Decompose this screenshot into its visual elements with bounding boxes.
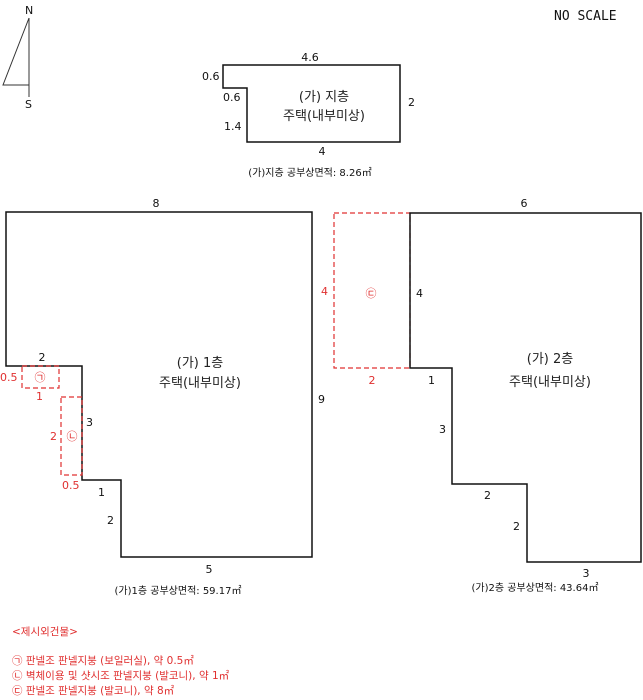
note-item-2: ㉡ 벽체이용 및 샷시조 판넬지붕 (발코니), 약 1㎡ — [12, 670, 230, 682]
scale-note: NO SCALE — [554, 9, 617, 24]
basement-dim-left-bottom: 1.4 — [224, 120, 242, 133]
floor1-extra-1 — [21, 365, 60, 389]
floor1-area-caption: (가)1층 공부상면적: 59.17㎡ — [115, 585, 242, 597]
floor1-label-use: 주택(내부미상) — [159, 376, 241, 391]
floor1-extra-2-mark: ㉡ — [67, 430, 78, 443]
floor2-dim-top: 6 — [521, 197, 528, 210]
notes-heading: <제시외건물> — [12, 626, 78, 638]
floor1-extra-1-dim-w: 1 — [36, 390, 43, 403]
floor1-extra-2-dim-w: 0.5 — [62, 479, 80, 492]
north-arrow-icon: N S — [2, 4, 33, 111]
floor1-extra-2 — [60, 396, 83, 476]
floor1-dim-step-top: 2 — [39, 351, 46, 364]
floor2-label-floor: (가) 2층 — [527, 352, 574, 367]
floor2-extra-dim-w: 2 — [369, 374, 376, 387]
basement-label-floor: (가) 지층 — [299, 90, 349, 105]
north-label: N — [25, 4, 33, 17]
basement-dim-bottom: 4 — [319, 145, 326, 158]
floor2-dim-left-low: 2 — [513, 520, 520, 533]
floor2-dim-left-upper: 4 — [416, 287, 423, 300]
floor2-extra-mark: ㉢ — [366, 287, 377, 300]
basement-dim-left-top: 0.6 — [202, 70, 220, 83]
floor2-dim-step: 1 — [428, 374, 435, 387]
floor1-dim-right: 9 — [318, 393, 325, 406]
floor1-dim-step-inner: 3 — [86, 416, 93, 429]
basement-dim-top: 4.6 — [301, 51, 319, 64]
floor2-label-use: 주택(내부미상) — [509, 375, 591, 390]
floor2-outline — [409, 212, 642, 563]
floor2-dim-left-mid: 3 — [439, 423, 446, 436]
floor1-extra-1-mark: ㉠ — [35, 371, 46, 384]
floor2-extra-dim-h: 4 — [321, 285, 328, 298]
basement-label-use: 주택(내부미상) — [283, 109, 365, 124]
note-item-3: ㉢ 판넬조 판넬지붕 (발코니), 약 8㎡ — [12, 685, 175, 697]
note-item-1: ㉠ 판넬조 판넬지붕 (보일러실), 약 0.5㎡ — [12, 655, 194, 667]
basement-dim-step: 0.6 — [223, 91, 241, 104]
basement-plan: 4.6 0.6 0.6 1.4 2 4 (가) 지층 주택(내부미상) (가)지… — [202, 51, 415, 179]
floor1-dim-left-lower: 2 — [107, 514, 114, 527]
floor1-dim-step-lower: 1 — [98, 486, 105, 499]
floor2-area-caption: (가)2층 공부상면적: 43.64㎡ — [472, 582, 599, 594]
basement-outline — [222, 64, 401, 143]
floor2-dim-bottom: 3 — [583, 567, 590, 580]
south-label: S — [25, 98, 32, 111]
floor1-dim-bottom: 5 — [206, 563, 213, 576]
floor1-plan: ㉠ ㉡ 0.5 1 2 0.5 8 2 3 1 2 9 5 (가) 1층 주택(… — [0, 197, 325, 597]
floor1-extra-2-dim-h: 2 — [50, 430, 57, 443]
floor1-dim-top: 8 — [153, 197, 160, 210]
floor2-plan: ㉢ 4 2 6 4 1 3 2 2 3 (가) 2층 주택(내부미상) (가)2… — [321, 197, 642, 594]
floor1-extra-1-dim-h: 0.5 — [0, 371, 18, 384]
basement-area-caption: (가)지층 공부상면적: 8.26㎡ — [248, 167, 371, 179]
floor1-label-floor: (가) 1층 — [177, 356, 224, 371]
basement-dim-right: 2 — [408, 96, 415, 109]
floor2-dim-step2: 2 — [484, 489, 491, 502]
